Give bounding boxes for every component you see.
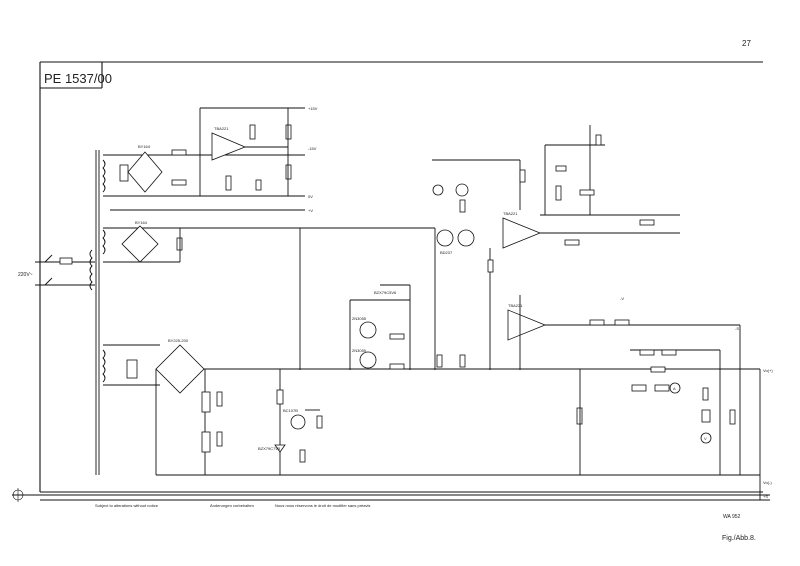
meter-label-v: V <box>704 436 707 441</box>
meter-label-a: A <box>673 386 676 391</box>
model-title: PE 1537/00 <box>44 71 112 86</box>
transistor-label-2: 2N3055 <box>352 316 367 321</box>
zener-label-2: BZX79C7V5 <box>258 446 281 451</box>
footer-note-en: Subject to alterations without notice <box>95 503 159 508</box>
rectifier-label-1: BY164 <box>138 144 151 149</box>
opamp-label-3: TBA221 <box>508 303 523 308</box>
rectifier-label-2: BY164 <box>135 220 148 225</box>
footer-note-de: Änderungen vorbehalten <box>210 503 254 508</box>
mains-input <box>35 254 95 286</box>
pass-transistor-1 <box>359 321 377 339</box>
rectifier-label-3: BY225-200 <box>168 338 189 343</box>
control-section <box>432 159 740 370</box>
footer-note-fr: Nous nous réservons le droit de modifier… <box>275 503 370 508</box>
transistor-label-3: 2N3055 <box>352 348 367 353</box>
voltage-meter <box>700 432 712 444</box>
output-label-2: -15V <box>308 146 317 151</box>
ground-bus <box>12 488 770 502</box>
reference-divider <box>544 125 605 215</box>
output-label-7: Vo(-) <box>763 480 772 485</box>
middle-rectifier <box>121 225 159 263</box>
transformer <box>89 150 106 475</box>
output-label-1: +15V <box>308 106 318 111</box>
output-label-9: -S <box>735 326 739 331</box>
pass-transistor-2 <box>359 351 377 369</box>
transistor-label-4: BC107B <box>283 408 298 413</box>
zener-label-1: BZX79C5V6 <box>374 290 397 295</box>
driver-transistor-2 <box>457 229 475 247</box>
mains-label: 220V~ <box>18 272 33 278</box>
reference-stage <box>274 369 323 475</box>
transistor-label-1: BD237 <box>440 250 453 255</box>
opamp-label-2: TBA221 <box>503 211 518 216</box>
doc-code: WA 952 <box>723 514 741 520</box>
driver-transistor <box>436 229 454 247</box>
output-label-5: -V <box>620 296 624 301</box>
output-label-4: +V <box>308 208 313 213</box>
output-network <box>576 325 761 500</box>
pass-transistors <box>349 284 411 370</box>
drawing-frame <box>39 61 763 493</box>
control-opamp-1 <box>502 217 542 249</box>
middle-supply <box>103 225 436 370</box>
aux-rectifier <box>127 151 163 193</box>
output-label-3: 0V <box>308 194 313 199</box>
power-rectifier <box>155 344 205 394</box>
led-indicator <box>432 184 444 196</box>
output-label-8: +S <box>763 494 768 499</box>
opamp-label-1: TBA221 <box>214 126 229 131</box>
page-number: 27 <box>742 39 751 48</box>
reference-transistor <box>290 414 306 430</box>
power-supply <box>103 344 760 476</box>
control-opamp-2 <box>507 309 547 341</box>
aux-opamp <box>211 132 247 161</box>
current-meter <box>669 382 681 394</box>
figure-label: Fig./Abb.8. <box>722 535 756 542</box>
opto-coupler <box>455 183 469 197</box>
output-label-6: Vo(+) <box>763 368 773 373</box>
aux-supply <box>103 107 305 211</box>
